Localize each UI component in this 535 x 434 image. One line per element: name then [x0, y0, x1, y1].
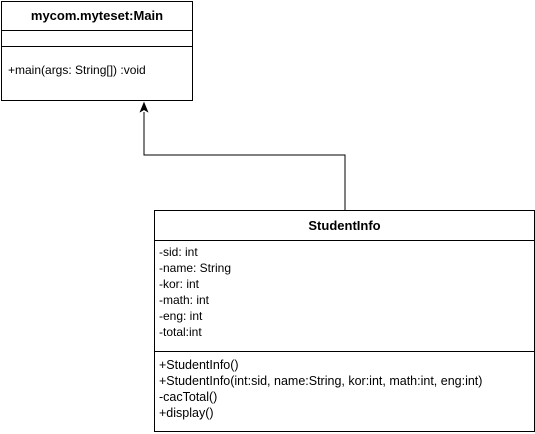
- attribute-sid: -sid: int: [159, 245, 198, 259]
- connector-line: [143, 112, 346, 210]
- operations-section-studentinfo: +StudentInfo() +StudentInfo(int:sid, nam…: [155, 351, 534, 421]
- operation-constructor-full: +StudentInfo(int:sid, name:String, kor:i…: [159, 374, 483, 388]
- class-name-studentinfo: StudentInfo: [308, 218, 381, 233]
- operation-main: +main(args: String[]) :void: [8, 63, 146, 77]
- operations-section-main: +main(args: String[]) :void: [2, 46, 192, 100]
- attribute-eng: -eng: int: [159, 309, 203, 323]
- class-name-main: mycom.myteset:Main: [30, 8, 164, 23]
- attribute-name: -name: String: [159, 261, 232, 275]
- operation-display: +display(): [159, 406, 214, 420]
- attribute-math: -math: int: [159, 293, 210, 307]
- attribute-total: -total:int: [159, 325, 202, 339]
- connector-arrowhead: [139, 101, 149, 113]
- class-box-studentinfo[interactable]: StudentInfo -sid: int -name: String -kor…: [154, 210, 535, 432]
- operation-cactotal: -cacTotal(): [159, 390, 218, 404]
- class-box-main[interactable]: mycom.myteset:Main +main(args: String[])…: [1, 1, 193, 101]
- attributes-section-main: [2, 30, 192, 46]
- attributes-section-studentinfo: -sid: int -name: String -kor: int -math:…: [155, 240, 534, 351]
- operation-constructor-default: +StudentInfo(): [159, 358, 239, 372]
- attribute-kor: -kor: int: [159, 277, 200, 291]
